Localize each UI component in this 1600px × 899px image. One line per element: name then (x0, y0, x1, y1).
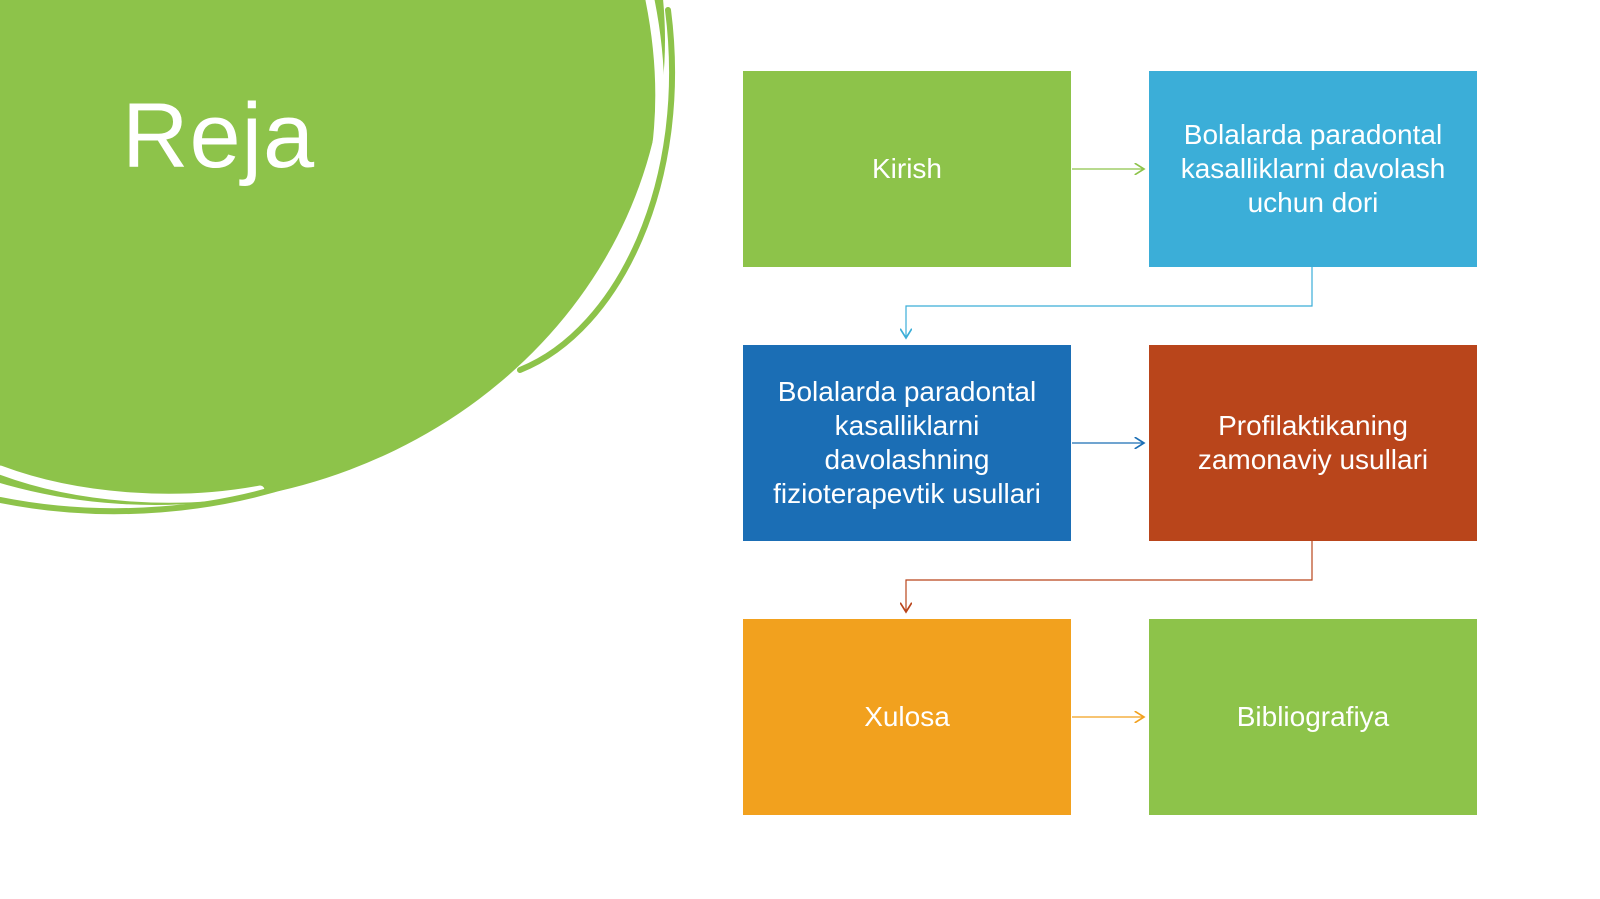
swoosh-right-highlight (575, 0, 665, 335)
swoosh-right-outer (517, 7, 676, 373)
flow-step-label: Kirish (871, 153, 942, 184)
green-circle-shape (0, 0, 665, 505)
flow-step-label: Bibliografiya (1236, 701, 1390, 732)
slide-title: Reja (122, 85, 316, 187)
swoosh-bottom-outer (0, 467, 333, 515)
swoosh-bottom-highlight (0, 465, 265, 503)
flow-step-davolash-dori: Bolalarda paradontal kasalliklarni davol… (1149, 71, 1477, 267)
flow-step-label: Bolalarda paradontal kasalliklarni davol… (1180, 119, 1446, 218)
flow-step-label: Bolalarda paradontal kasalliklarni davol… (773, 376, 1041, 509)
flow-step-fizioterapevtik-usullari: Bolalarda paradontal kasalliklarni davol… (743, 345, 1071, 541)
flow-step-kirish: Kirish (743, 71, 1071, 267)
flow-step-label: Xulosa (864, 701, 950, 732)
flow-step-label: Profilaktikaning zamonaviy usullari (1197, 410, 1429, 475)
flow-step-xulosa: Xulosa (743, 619, 1071, 815)
flow-step-bibliografiya: Bibliografiya (1149, 619, 1477, 815)
flow-step-profilaktika: Profilaktikaning zamonaviy usullari (1149, 345, 1477, 541)
